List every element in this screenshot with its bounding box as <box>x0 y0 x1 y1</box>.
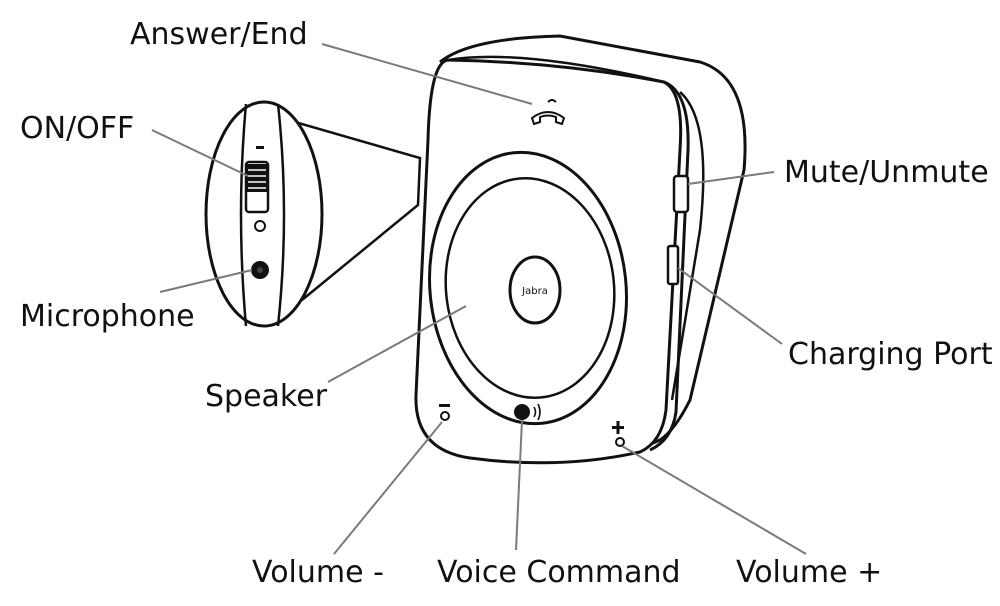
label-volume-up: Volume + <box>736 555 883 590</box>
switch-knob <box>246 164 268 192</box>
leader-answer-end <box>321 43 533 105</box>
label-speaker: Speaker <box>205 379 328 414</box>
leader-mute-unmute <box>687 171 775 185</box>
label-volume-down: Volume - <box>252 555 384 590</box>
label-microphone: Microphone <box>20 299 195 334</box>
leader-microphone <box>159 269 253 293</box>
label-mute-unmute: Mute/Unmute <box>784 155 989 190</box>
mute-unmute-switch[interactable] <box>672 174 690 214</box>
voice-command-button[interactable] <box>514 404 530 420</box>
leader-on-off <box>151 129 249 177</box>
label-charging-port: Charging Port <box>788 337 993 372</box>
charging-port[interactable] <box>666 244 680 286</box>
microphone-port-center <box>257 267 263 273</box>
plus-icon-v <box>616 421 620 434</box>
inset-side-edge-2 <box>276 103 286 327</box>
device-top-edge <box>447 55 665 84</box>
leader-voice-command <box>515 419 523 551</box>
brand-logo-text: Jabra <box>521 286 548 297</box>
volume-down-button[interactable] <box>440 411 450 421</box>
label-answer-end: Answer/End <box>130 17 308 52</box>
label-on-off: ON/OFF <box>20 111 135 146</box>
brand-badge <box>508 255 562 325</box>
switch-knob-ridges <box>248 169 266 189</box>
inset-zoom-circle <box>204 100 324 328</box>
zoom-cone <box>287 118 422 301</box>
phone-handset-top-icon <box>547 99 557 103</box>
leader-volume-up <box>621 445 807 555</box>
on-off-switch[interactable] <box>244 160 270 214</box>
leader-volume-down <box>333 421 443 555</box>
leader-lines <box>151 43 807 555</box>
voice-wave-icon <box>533 403 541 421</box>
leader-speaker <box>327 305 467 383</box>
device-side-edge <box>649 80 690 452</box>
phone-handset-icon <box>530 111 566 126</box>
inset-side-edge <box>239 103 248 327</box>
volume-up-button[interactable] <box>615 437 625 447</box>
answer-end-button[interactable] <box>530 99 566 126</box>
on-off-indicator <box>254 220 266 232</box>
on-off-minus-mark <box>256 146 264 149</box>
leader-charging-port <box>677 267 783 345</box>
minus-icon <box>439 404 450 407</box>
visor-clip-inner <box>670 91 705 401</box>
label-voice-command: Voice Command <box>437 555 681 590</box>
